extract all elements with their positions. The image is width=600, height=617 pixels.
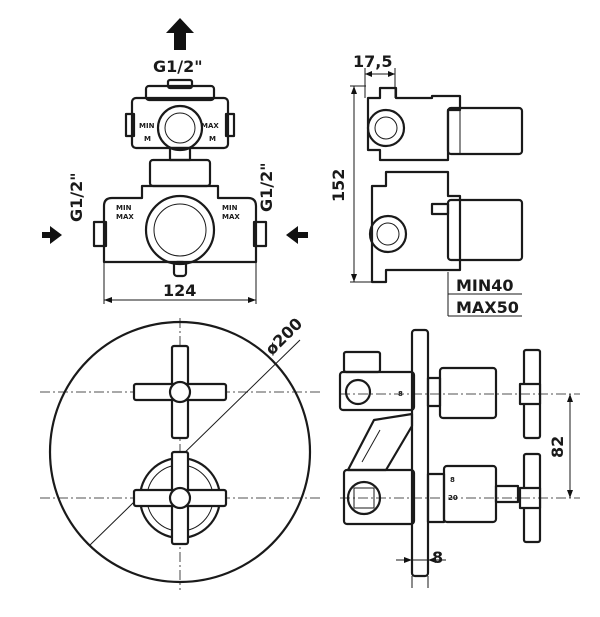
lower-max-tag-right: MAX	[222, 213, 240, 221]
right-thread-label: G1/2"	[257, 162, 276, 212]
left-thread-label: G1/2"	[67, 172, 86, 222]
handle-spacing-dimension: 82	[548, 436, 567, 458]
upper-mark-right: M	[209, 135, 216, 143]
outlet-arrow-icon	[166, 18, 194, 50]
upper-min-tag: MIN	[139, 122, 155, 130]
min-depth-label: MIN40	[456, 276, 514, 295]
max-depth-label: MAX50	[456, 298, 519, 317]
lower-max-tag-left: MAX	[116, 213, 134, 221]
lower-min-tag-left: MIN	[116, 204, 132, 212]
installed-side-view: 8 8 8 20 82	[338, 328, 580, 588]
plate-thickness-dimension: 8	[432, 548, 443, 567]
valve-body-front-view: G1/2" MIN MAX M M MIN MAX MIN MAX G1/2" …	[42, 18, 308, 304]
upper-max-tag: MAX	[201, 122, 219, 130]
side-scale-8-lower: 8	[450, 476, 455, 484]
cover-plate-front-view: ø200	[40, 314, 320, 590]
width-dimension: 124	[163, 281, 196, 300]
upper-mark-left: M	[144, 135, 151, 143]
depth-dimension: 17,5	[353, 52, 392, 71]
height-dimension: 152	[329, 169, 348, 202]
lower-min-tag-right: MIN	[222, 204, 238, 212]
diameter-dimension: ø200	[261, 314, 306, 359]
top-thread-label: G1/2"	[153, 57, 203, 76]
inlet-right-arrow-icon	[286, 226, 308, 244]
inlet-left-arrow-icon	[42, 226, 62, 244]
valve-body-side-view: 17,5 152 MIN40 MAX50	[329, 52, 524, 317]
